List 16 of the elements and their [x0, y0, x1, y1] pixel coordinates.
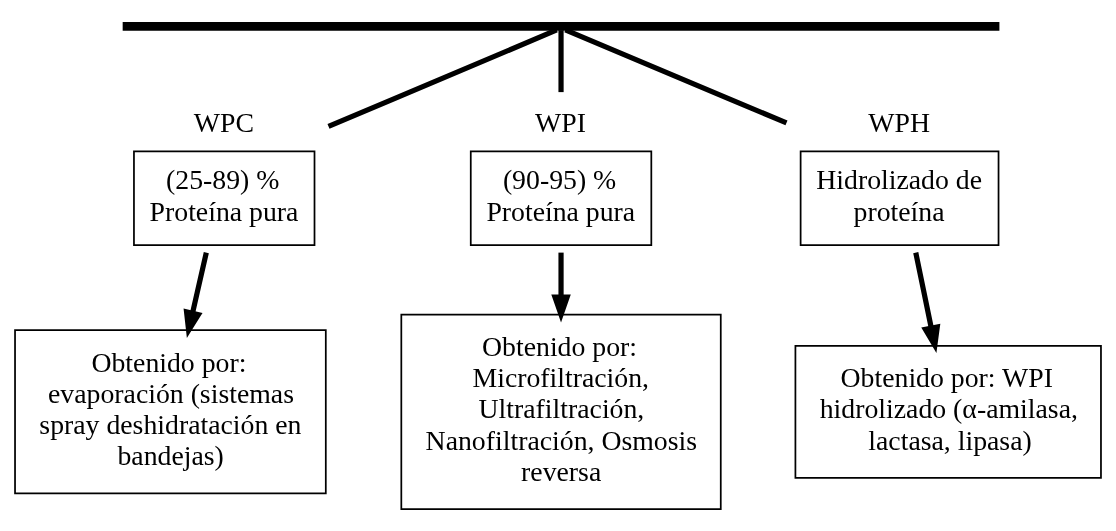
node-box: (25-89) % Proteína pura: [133, 150, 316, 246]
node-box: Obtenido por: evaporación (sistemas spray deshidratación en bandejas): [14, 328, 327, 494]
node-box: Hidrolizado de proteína: [799, 150, 1000, 246]
arrow: [551, 252, 571, 322]
node-label: WPI: [535, 106, 586, 138]
node-label: WPH: [868, 106, 931, 138]
connector: [564, 27, 788, 125]
connector: [327, 27, 558, 129]
node-label: WPC: [193, 106, 255, 138]
node-box: Obtenido por: Microfiltración, Ultrafiltración, Nanofiltración, Osmosis reversa: [400, 313, 722, 510]
node-box: Obtenido por: WPI hidrolizado (α-amilasa, lactasa, lipasa): [794, 344, 1102, 479]
connector: [558, 29, 564, 92]
node-bar: [122, 21, 1000, 31]
node-box: (90-95) % Proteína pura: [469, 150, 653, 246]
arrow: [913, 251, 941, 353]
arrow: [183, 251, 209, 338]
